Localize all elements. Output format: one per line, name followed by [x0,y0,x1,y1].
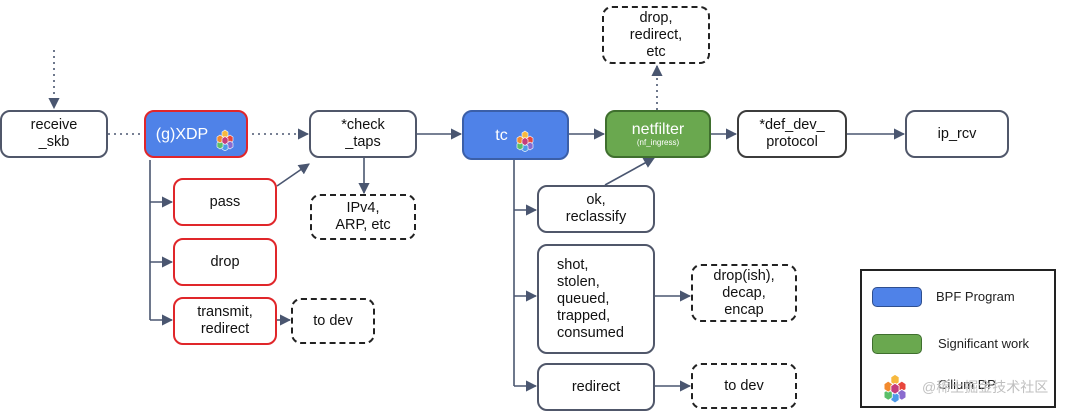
tc-node: tc [462,110,569,160]
check-taps-node: *check _taps [309,110,417,158]
ok-reclassify-node: ok, reclassify [537,185,655,233]
to-dev-xdp-label: to dev [313,312,353,329]
ipv4-arp-label: IPv4, ARP, etc [335,200,391,233]
watermark: @稀土掘金技术社区 [922,379,1049,395]
drop-node: drop [173,238,277,286]
check-taps-label: *check _taps [341,117,385,150]
legend-cilium-dp: Cilium DP [938,377,996,392]
legend-swatch-bpf [872,287,922,307]
ipv4-arp-node: IPv4, ARP, etc [310,194,416,240]
transmit-redirect-label: transmit, redirect [197,304,253,337]
legend-swatch-work [872,334,922,354]
receive-skb-node: receive _skb [0,110,108,158]
edge-ok-netfilter [604,157,655,186]
to-dev-tc-node: to dev [691,363,797,409]
legend-bpf-program: BPF Program [936,289,1015,304]
cilium-logo-icon [514,113,536,157]
shot-stolen-node: shot, stolen, queued, trapped, consumed [537,244,655,354]
gxdp-label: (g)XDP [155,125,209,143]
legend: BPF Program Significant work Cilium DP [860,269,1056,408]
receive-skb-label: receive _skb [30,117,78,150]
pass-label: pass [209,193,241,210]
def-dev-protocol-label: *def_dev_ protocol [759,117,825,150]
transmit-redirect-node: transmit, redirect [173,297,277,345]
cilium-logo-icon [214,112,236,156]
edge-pass-check [276,163,310,187]
drop-decap-encap-label: drop(ish), decap, encap [713,267,775,318]
cilium-logo-icon [880,373,910,408]
ip-rcv-node: ip_rcv [905,110,1009,158]
drop-redirect-etc-node: drop, redirect, etc [602,6,710,64]
ok-reclassify-label: ok, reclassify [565,192,627,225]
to-dev-xdp-node: to dev [291,298,375,344]
def-dev-protocol-node: *def_dev_ protocol [737,110,847,158]
tc-label: tc [495,126,508,144]
drop-redirect-etc-label: drop, redirect, etc [629,9,683,60]
redirect-tc-label: redirect [571,378,621,395]
to-dev-tc-label: to dev [724,377,764,394]
drop-decap-encap-node: drop(ish), decap, encap [691,264,797,322]
pass-node: pass [173,178,277,226]
shot-stolen-label: shot, stolen, queued, trapped, consumed [557,256,624,341]
gxdp-node: (g)XDP [144,110,248,158]
netfilter-sublabel: (nf_ingress) [636,137,680,147]
ip-rcv-label: ip_rcv [937,125,977,142]
drop-label: drop [210,253,240,270]
netfilter-node: netfilter (nf_ingress) [605,110,711,158]
legend-significant-work: Significant work [938,336,1030,351]
netfilter-label: netfilter [631,120,685,138]
redirect-tc-node: redirect [537,363,655,411]
